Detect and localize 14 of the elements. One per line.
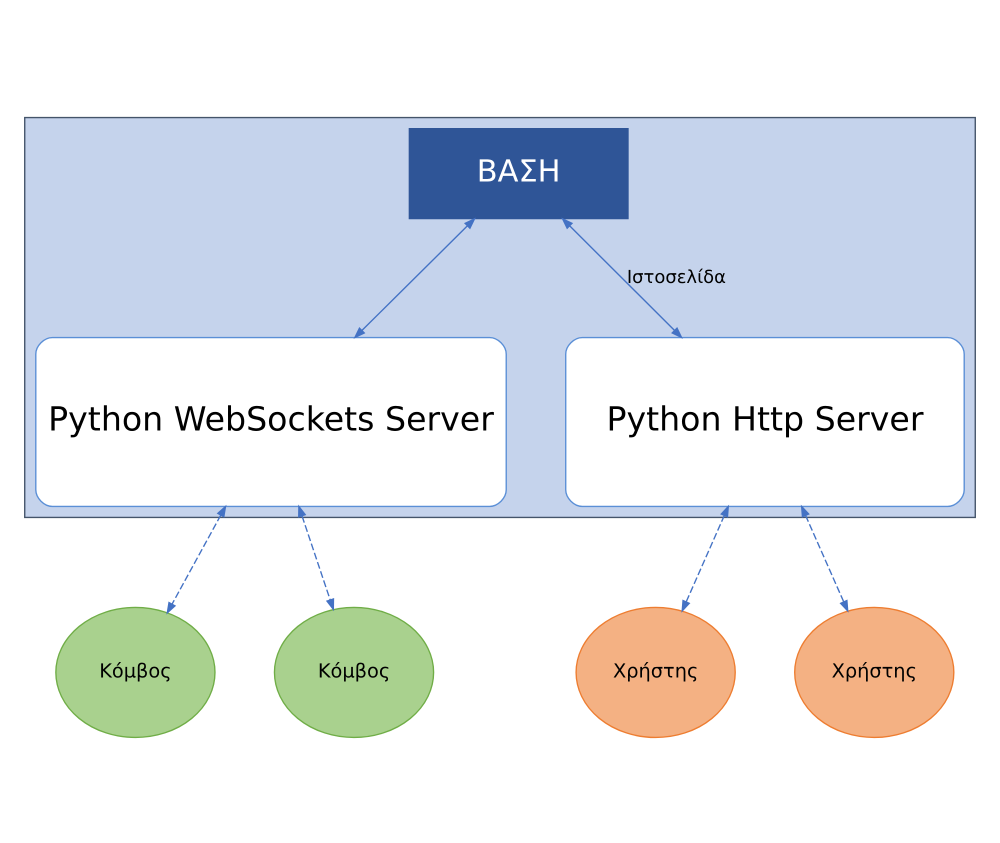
arrow — [353, 216, 476, 338]
node-ellipse: Χρήστης — [575, 606, 736, 738]
node-box: ΒΑΣΗ — [408, 127, 629, 219]
arrow — [681, 504, 730, 612]
node-box: Python Http Server — [565, 336, 965, 507]
arrow — [800, 504, 849, 612]
node-ellipse: Χρήστης — [794, 606, 955, 738]
node-ellipse: Κόμβος — [55, 606, 216, 738]
edge-label: Ιστοσελίδα — [626, 266, 726, 288]
arrow — [298, 504, 334, 611]
arrow — [166, 504, 226, 614]
arrow — [561, 216, 683, 338]
node-ellipse: Κόμβος — [274, 606, 434, 738]
node-box: Python WebSockets Server — [35, 336, 507, 507]
